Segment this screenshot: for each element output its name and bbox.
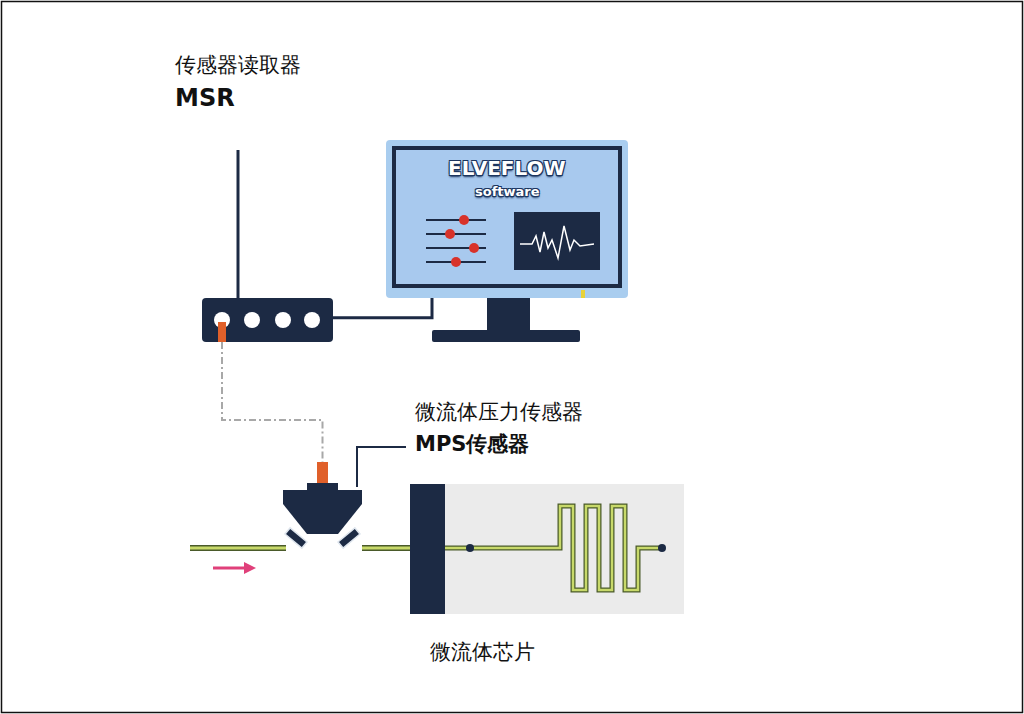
sensor-mount [307,483,338,490]
sensor-reader-box: 传感器读取器MSR [202,298,333,342]
sensor-label: 微流体压力传感器 [415,400,583,425]
pressure-sensor-shape [283,462,362,556]
reader-label: 传感器读取器 [175,53,301,78]
slider-track [426,233,486,235]
slider-knob [451,257,461,267]
connector-group [333,298,432,318]
tube-outline [190,545,286,551]
antenna [237,150,240,298]
microchannel [445,506,662,590]
channel-port [658,544,666,552]
fluid-tube [362,545,410,551]
microfluidic-chip-shape [410,484,684,614]
inlet-tube [190,548,286,549]
port-circle [275,312,291,328]
sensor-reader-box-shape [202,298,333,342]
monitor-stand [487,298,530,332]
screen [396,150,618,284]
sensor-model-label: MPS传感器 [415,432,529,457]
chip-label: 微流体芯片 [430,640,535,665]
power-led [581,290,585,298]
slider-knob [445,229,455,239]
sensor-cable [222,342,323,462]
tube-fill [362,547,410,550]
chip-clamp [410,484,445,614]
waveform [520,226,594,258]
software-subtitle: software [475,184,540,200]
port-plug [218,322,226,342]
inlet-fitting [285,528,307,548]
waveform-panel [514,212,600,270]
screen-bezel [392,146,622,288]
sensor-body [283,490,362,534]
pressure-sensor: 微流体压力传感器MPS传感器 [283,462,362,556]
data-cable [333,298,432,318]
monitor-base [432,330,580,342]
channel-port [466,544,474,552]
flow-arrow [213,562,256,574]
channel-outline [445,506,662,590]
flow-arrow-head [244,562,256,574]
slider-track [426,219,486,221]
tube-fill [190,547,286,550]
connector-group [222,342,323,462]
slider-knob [469,243,479,253]
reader-model-label: MSR [175,84,235,113]
slider-knob [459,215,469,225]
connector-group [362,548,410,549]
microfluidic-chip: 微流体芯片 [410,484,684,614]
software-brand: ELVEFLOW [448,156,566,180]
sensor-connector [317,462,328,484]
outlet-fitting [338,528,360,548]
monitor: ELVEFLOW software [386,140,628,298]
port-circle [304,312,320,328]
flow-arrow-shaft [213,567,246,570]
leader-line [357,447,406,487]
port-circle [244,312,260,328]
